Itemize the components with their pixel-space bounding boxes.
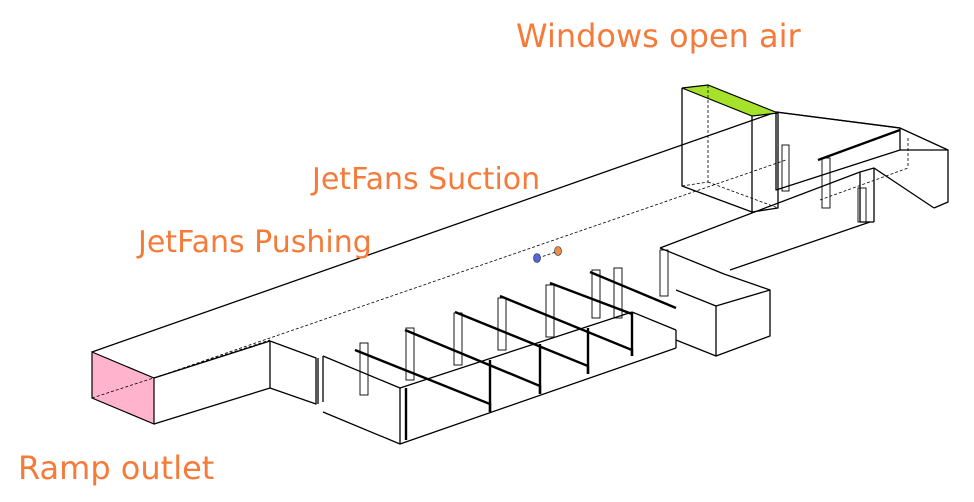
far-right-duct — [775, 111, 949, 223]
main-duct-top-near-edge — [153, 340, 271, 379]
label-windows-open-air: Windows open air — [516, 17, 801, 55]
bays-top-edge — [399, 311, 633, 389]
windows-open-air-box — [681, 84, 779, 213]
window-top-face — [681, 84, 779, 117]
jetfan-blue — [533, 253, 541, 263]
jetfan-pair — [533, 246, 562, 263]
bays-section-outline — [322, 355, 401, 445]
jetfan-orange — [554, 246, 562, 256]
duct-step-top — [269, 340, 317, 405]
bays-bottom-edge — [399, 347, 677, 445]
partition-walls — [354, 270, 677, 440]
jetfan-posts — [359, 267, 623, 396]
label-ramp-outlet: Ramp outlet — [18, 449, 215, 487]
label-jetfans-pushing: JetFans Pushing — [138, 225, 372, 260]
bays-front-edge — [631, 311, 677, 331]
ramp-bottom-edge — [153, 387, 271, 425]
label-jetfans-suction: JetFans Suction — [312, 162, 541, 197]
ramp-inner-line — [91, 339, 271, 399]
right-lower-duct — [659, 171, 871, 357]
main-duct-spine-line — [153, 159, 787, 379]
